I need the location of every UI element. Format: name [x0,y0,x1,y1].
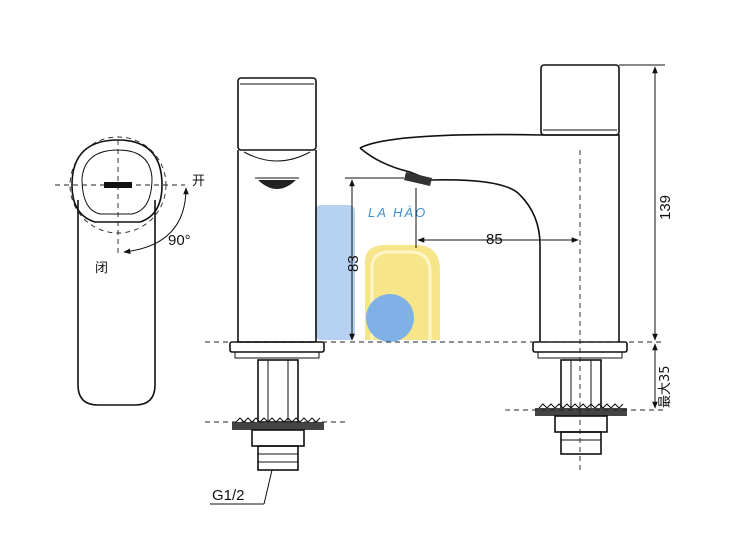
lever-mark-icon [104,182,132,188]
angle-label: 90° [168,232,191,249]
dimension-max35: 最大35 [652,343,673,409]
dimension-139: 139 [652,66,674,341]
handle-view: 开 闭 90° [55,136,205,406]
dim-max35-text: 最大35 [658,365,673,408]
dim-139-text: 139 [657,195,674,220]
thread-label: G1/2 [212,487,245,504]
closed-label: 闭 [95,261,108,276]
side-view [345,64,665,470]
watermark-logo: LA HÀO [315,205,440,342]
dim-85-text: 85 [486,231,503,248]
watermark-text: LA HÀO [368,205,427,220]
dimension-85: 85 [417,231,579,248]
dimension-83: 83 [345,179,362,341]
dim-83-text: 83 [345,255,362,272]
front-view: G1/2 [205,77,345,505]
open-label: 开 [192,174,205,189]
